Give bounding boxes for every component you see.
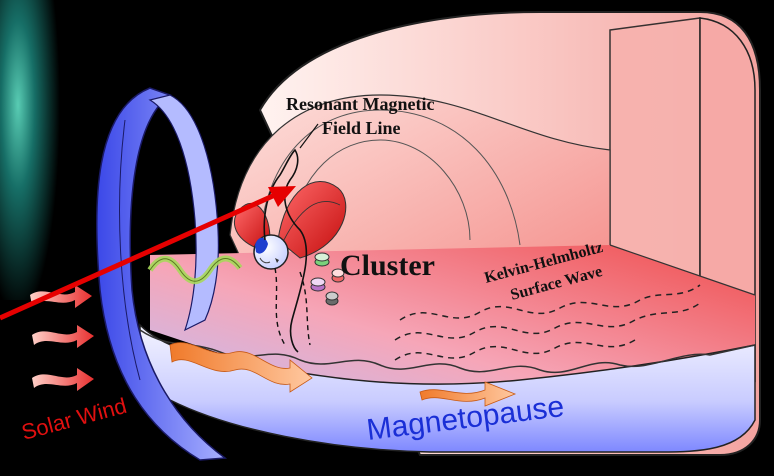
earth-globe-icon bbox=[254, 235, 288, 269]
cluster-label: Cluster bbox=[340, 249, 435, 282]
resonant-label-line2: Field Line bbox=[322, 118, 401, 138]
aurora-glow bbox=[0, 0, 60, 300]
resonant-label-line1: Resonant Magnetic bbox=[286, 94, 434, 114]
solar-wind-label: Solar Wind bbox=[19, 393, 129, 445]
